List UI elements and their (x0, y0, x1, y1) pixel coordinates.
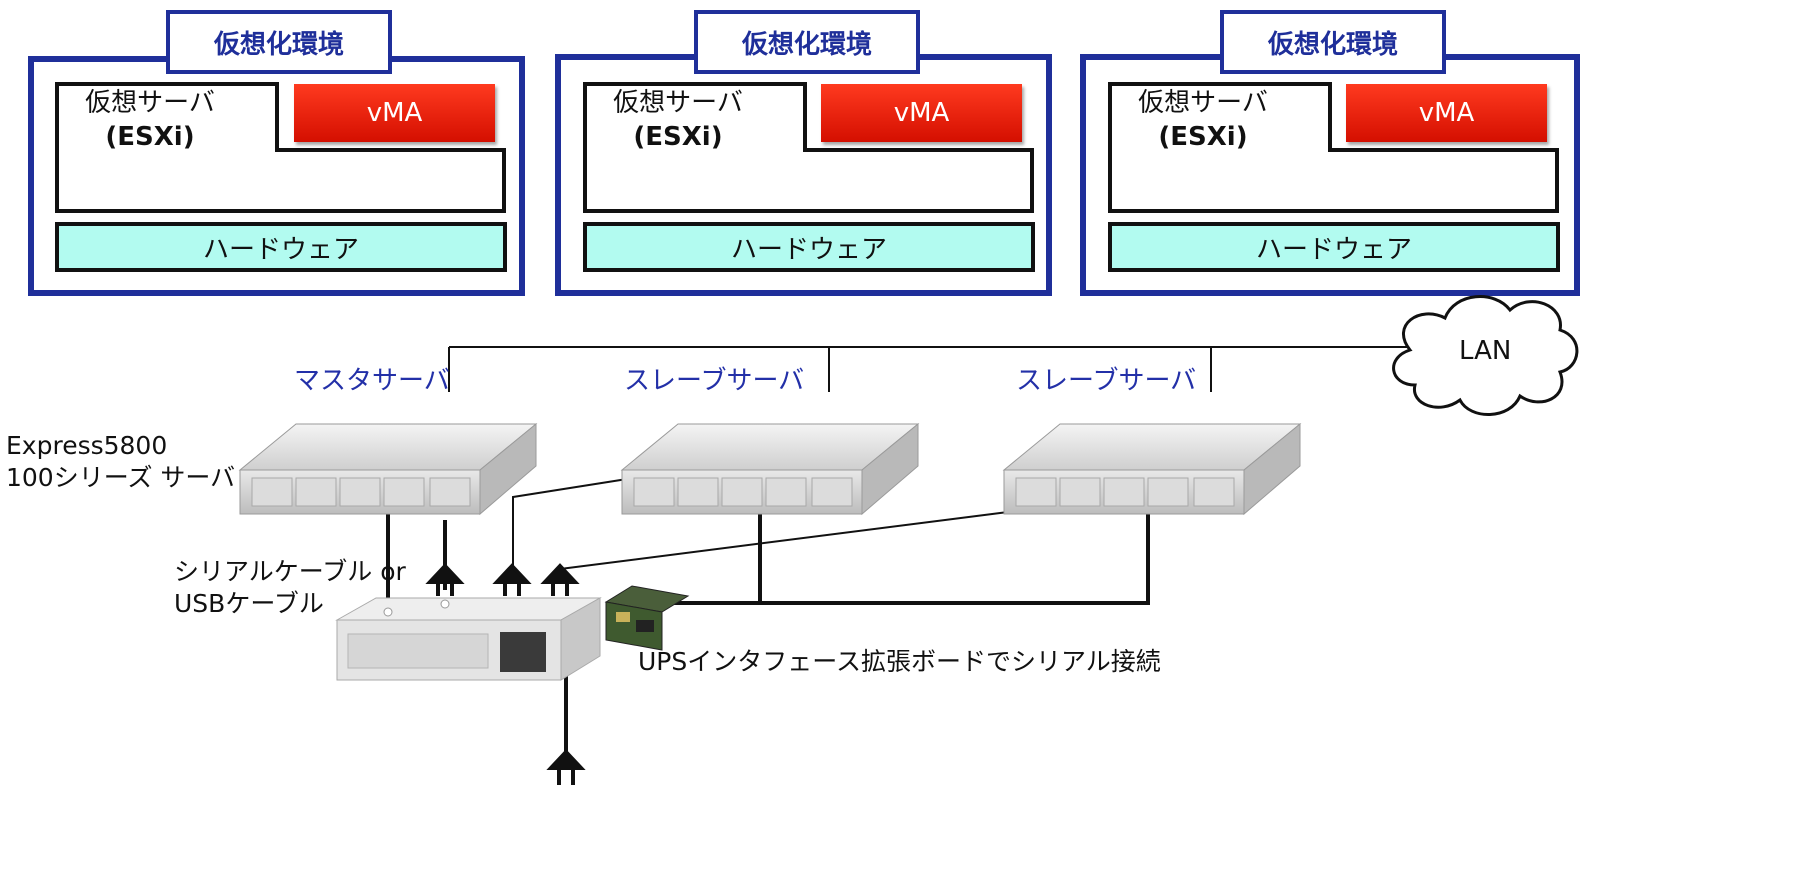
hardware-box-1: ハードウェア (55, 222, 507, 272)
slave-server-2 (1002, 422, 1302, 516)
virtual-server-name: 仮想サーバ (613, 88, 743, 118)
lan-label: LAN (1459, 336, 1512, 366)
virtual-server-name: 仮想サーバ (1138, 88, 1268, 118)
server-model-line2: 100シリーズ サーバ (6, 463, 236, 492)
plug-icon-4 (546, 749, 586, 785)
virtual-server-esxi-1: 仮想サーバ (ESXi) (55, 82, 507, 214)
plug-icon-1 (425, 563, 465, 596)
vma-box-3: vMA (1346, 84, 1547, 142)
slave-server-label-2: スレーブサーバ (1016, 366, 1197, 396)
vma-box-2: vMA (821, 84, 1022, 142)
virtual-server-name: 仮想サーバ (85, 88, 215, 118)
hardware-box-2: ハードウェア (583, 222, 1035, 272)
slave-server-1 (620, 422, 920, 516)
plug-icon-2 (492, 563, 532, 596)
ups-unit (335, 597, 602, 681)
cable-type-line2: USBケーブル (174, 589, 324, 618)
virtual-server-shape (55, 82, 506, 213)
virtual-server-esxi-3: 仮想サーバ (ESXi) (1108, 82, 1560, 214)
env-label-2: 仮想化環境 (694, 10, 920, 74)
virtual-server-type: (ESXi) (633, 122, 723, 152)
master-server (238, 422, 538, 516)
env-label-1: 仮想化環境 (166, 10, 392, 74)
virtual-server-type: (ESXi) (1158, 122, 1248, 152)
ups-board-label: UPSインタフェース拡張ボードでシリアル接続 (638, 647, 1161, 676)
server-model-line1: Express5800 (6, 431, 168, 460)
slave-server-label-1: スレーブサーバ (624, 366, 805, 396)
cable-type-line1: シリアルケーブル or (174, 557, 406, 586)
plug-icon-3 (540, 563, 580, 596)
ups-interface-board-icon (604, 585, 690, 651)
virtual-server-esxi-2: 仮想サーバ (ESXi) (583, 82, 1035, 214)
server-model-label: Express5800 100シリーズ サーバ (6, 430, 235, 494)
master-server-label: マスタサーバ (294, 366, 450, 396)
power-plug-icons (425, 563, 586, 785)
virtual-server-shape (583, 82, 1034, 213)
hardware-box-3: ハードウェア (1108, 222, 1560, 272)
lan-cloud-icon (1392, 295, 1579, 416)
thick-cables (386, 505, 1150, 768)
virtual-server-shape (1108, 82, 1559, 213)
cable-type-label: シリアルケーブル or USBケーブル (174, 556, 406, 620)
env-label-3: 仮想化環境 (1220, 10, 1446, 74)
virtual-server-type: (ESXi) (105, 122, 195, 152)
vma-box-1: vMA (294, 84, 495, 142)
